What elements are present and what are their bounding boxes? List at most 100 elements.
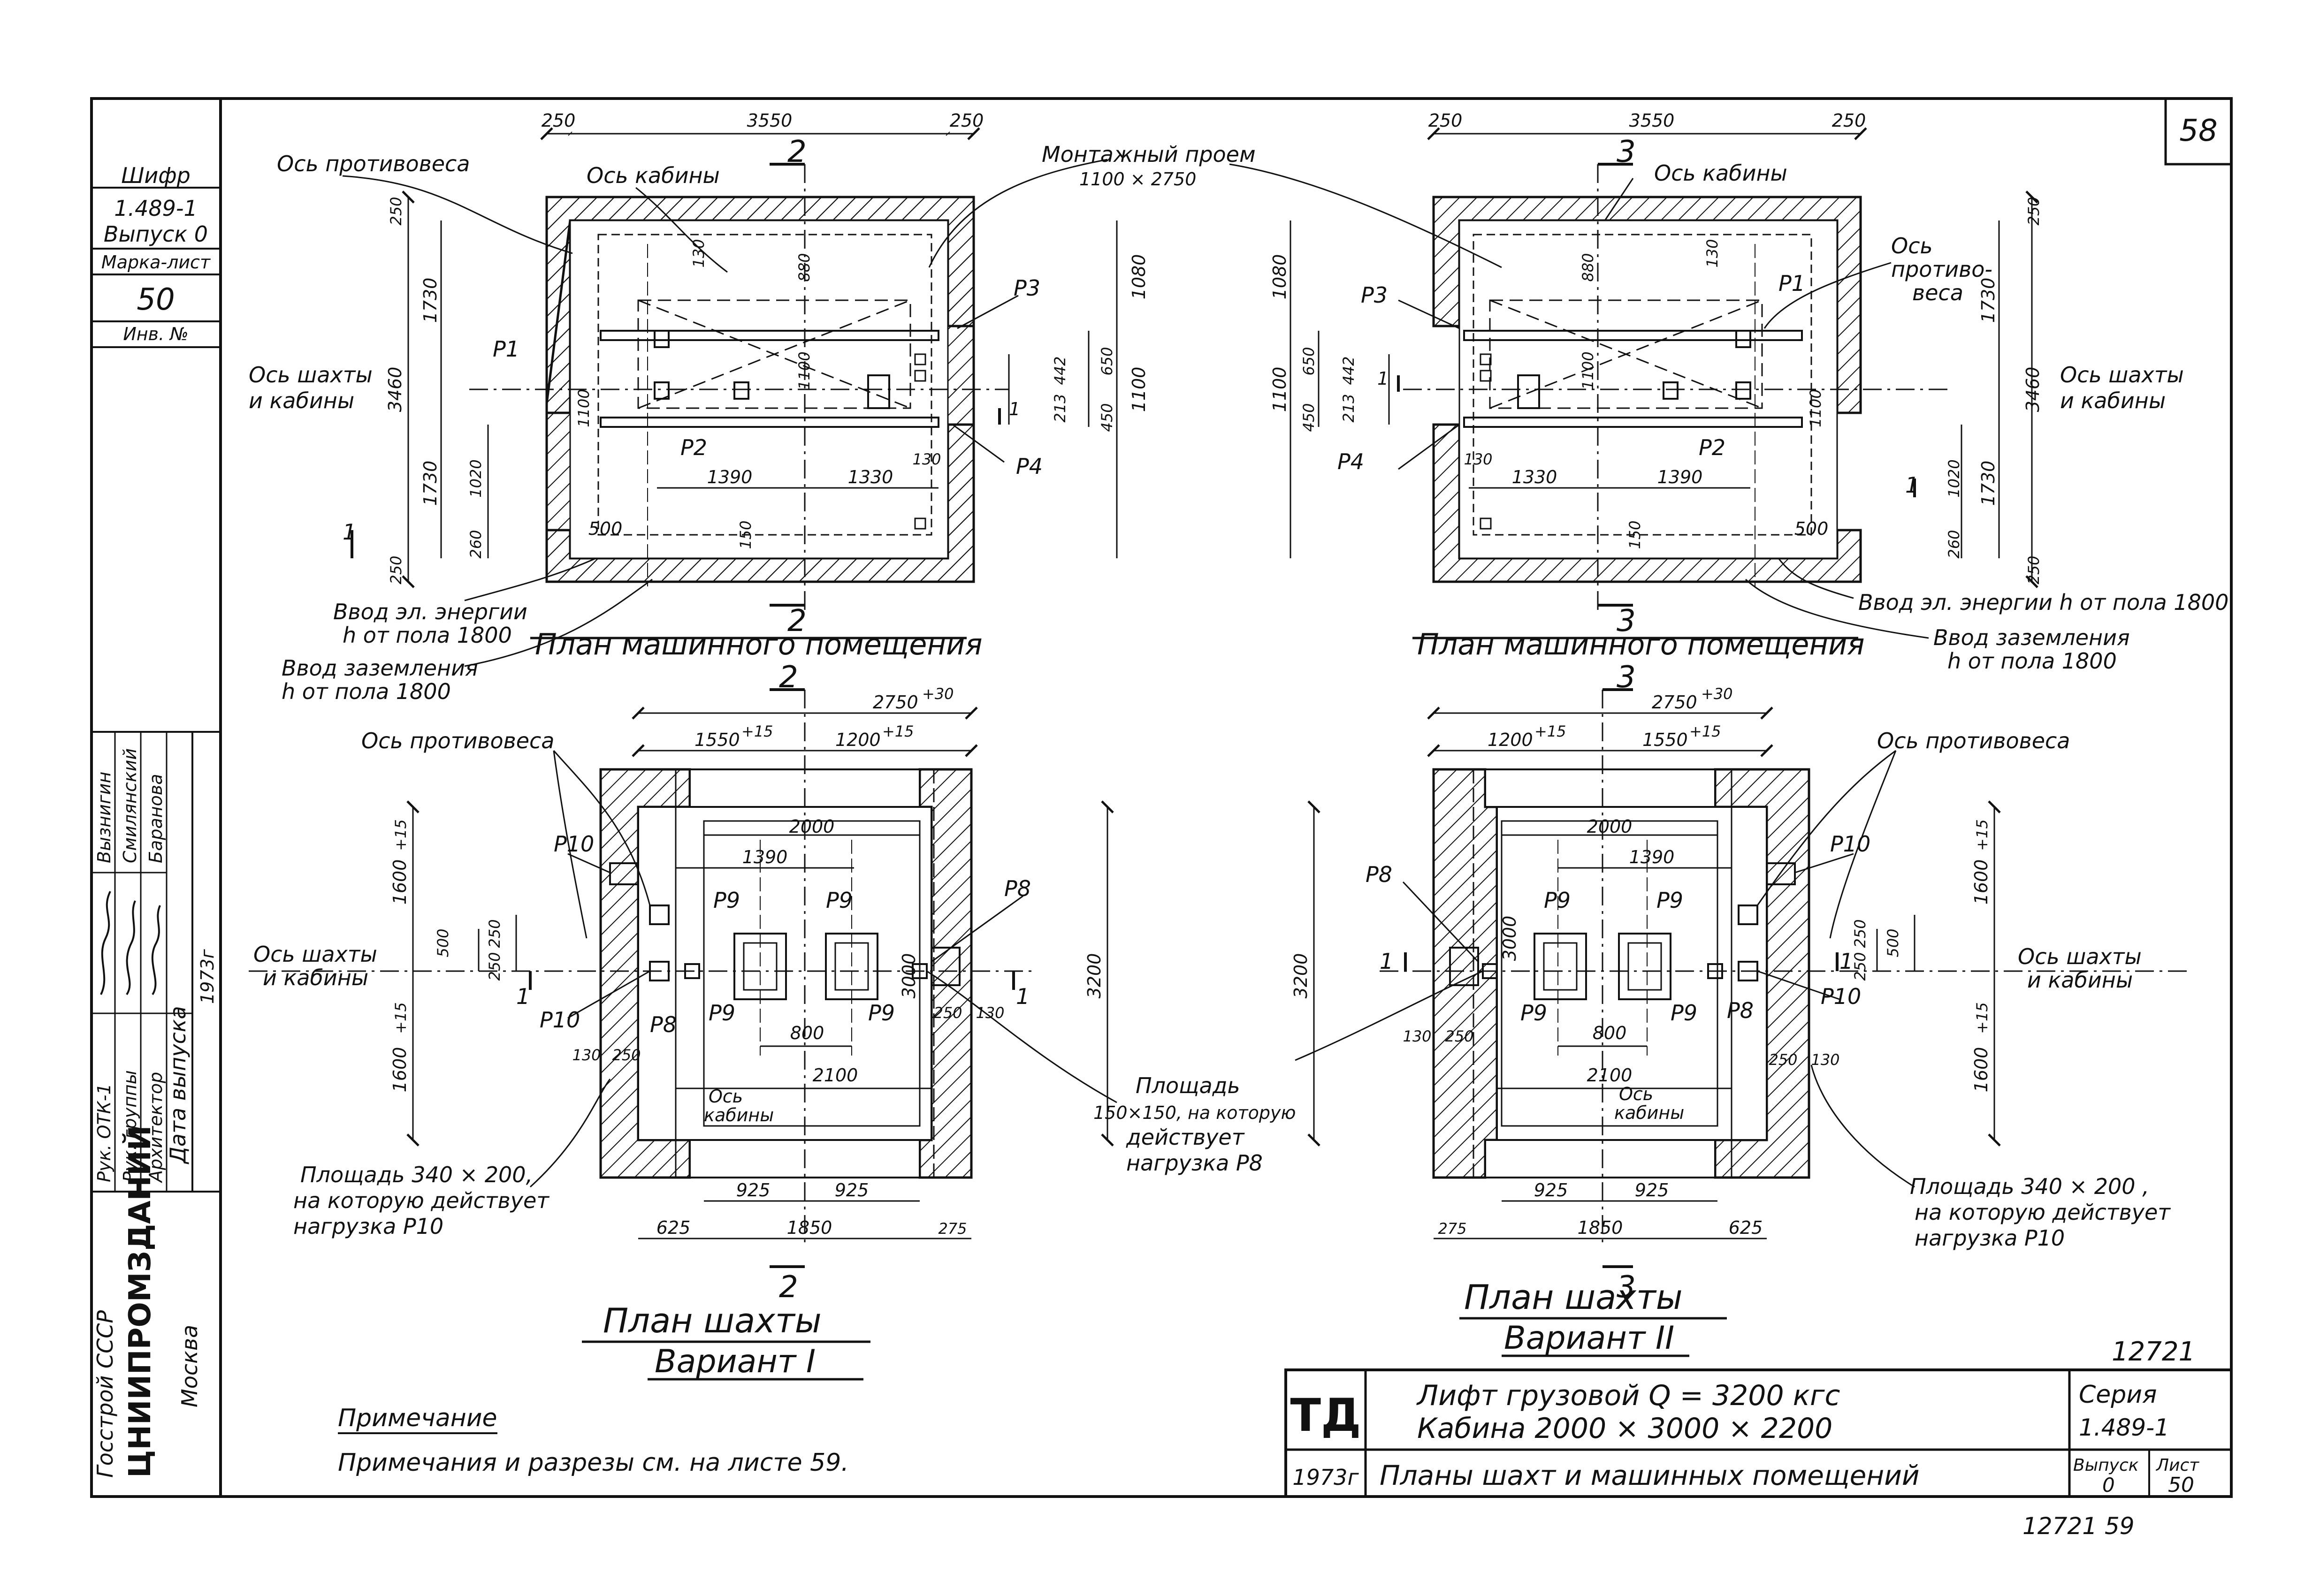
s2-section-right: 1	[1839, 949, 1853, 974]
s1-d-250d: 250	[933, 1004, 962, 1022]
s1-title-1: План шахты	[603, 1301, 822, 1340]
staff-name-1: Вызнигин	[94, 772, 114, 863]
s2-d-500: 500	[1884, 928, 1902, 957]
s1-top-right-tol: +15	[882, 722, 914, 740]
r1-d-1100: 1100	[795, 351, 813, 389]
r1-half-upper: 1730	[420, 278, 441, 323]
r1-total: 3460	[385, 367, 405, 412]
r1-opening-size: 1100 × 2750	[1079, 169, 1196, 190]
s1-total: 3200	[1084, 953, 1105, 999]
r2-cab-axis-label: Ось кабины	[1654, 160, 1787, 186]
r2-r-450: 450	[1300, 403, 1318, 432]
org-gosstroy: Госстрой СССР	[92, 1310, 118, 1478]
machine-room-plan-1	[342, 127, 1118, 667]
r2-power: Ввод эл. энергии h от пола 1800	[1858, 590, 2228, 615]
s2-b-625: 625	[1729, 1217, 1763, 1238]
r2-half-upper: 1730	[1978, 278, 1999, 323]
r2-section-right: 1	[1905, 472, 1919, 498]
r2-d-130b: 130	[1464, 450, 1492, 468]
r1-cab-axis-label: Ось кабины	[587, 163, 720, 188]
cipher-label: Шифр	[121, 163, 191, 188]
s1-d-250a: 250	[486, 919, 504, 948]
r2-p3: P3	[1361, 282, 1388, 308]
s2-cab-axis-1: Ось	[1619, 1084, 1653, 1104]
r2-total: 3460	[2022, 367, 2043, 412]
r2-cw-axis-3: веса	[1912, 280, 1963, 305]
signature-3	[151, 905, 161, 996]
s2-d-130a: 130	[1403, 1027, 1431, 1045]
s1-d-130b: 130	[976, 1004, 1004, 1022]
s1-area-p10-3: нагрузка P10	[293, 1214, 443, 1239]
r1-r-1080: 1080	[1129, 254, 1149, 300]
s2-b-275: 275	[1438, 1220, 1466, 1238]
r1-p3: P3	[1014, 275, 1040, 301]
inv-label: Инв. №	[123, 324, 188, 344]
machine-room-1-labels: 250 3550 250 250 1730 3460 1730 250 1080…	[249, 110, 1256, 704]
issue-label: Выпуск 0	[104, 221, 208, 247]
s1-top-total: 2750	[873, 692, 918, 713]
s1-p10b: P10	[540, 1007, 580, 1033]
s2-top-right: 1550	[1642, 730, 1688, 750]
s1-section-right: 1	[1016, 984, 1030, 1009]
r2-title: План машинного помещения	[1417, 627, 1865, 661]
s1-p10a: P10	[554, 831, 594, 857]
r2-ground-1: Ввод заземления	[1933, 625, 2130, 650]
r2-p4: P4	[1337, 449, 1364, 474]
r1-ground-1: Ввод заземления	[282, 655, 478, 681]
r1-d-880: 880	[795, 253, 813, 281]
s1-upper-tol: +15	[392, 819, 410, 851]
s1-p9b: P9	[826, 888, 853, 913]
s1-b-625: 625	[656, 1217, 691, 1238]
r2-shaft-axis-2: и кабины	[2060, 388, 2166, 413]
s1-shaft-axis-2: и кабины	[263, 965, 368, 990]
s2-area-p10-3: нагрузка P10	[1915, 1225, 2065, 1251]
s2-d-800: 800	[1593, 1023, 1627, 1043]
r2-b-1330: 1330	[1512, 467, 1557, 487]
r1-power-2: h от пола 1800	[343, 623, 512, 648]
s2-d-1390: 1390	[1629, 847, 1675, 867]
s2-cab-axis-2: кабины	[1614, 1102, 1684, 1123]
series-label: Серия	[2079, 1381, 2157, 1409]
notes-text: Примечания и разрезы см. на листе 59.	[338, 1449, 849, 1477]
staff-name-2: Смилянский	[120, 748, 140, 863]
r1-shaft-axis-1: Ось шахты	[249, 362, 373, 388]
s1-top-left: 1550	[694, 730, 740, 750]
td-logo: ТД	[1290, 1389, 1361, 1442]
title-year: 1973г	[1292, 1465, 1359, 1490]
r2-cw-axis-2: противо-	[1891, 257, 1992, 282]
r1-wall-bottom: 250	[387, 555, 405, 584]
s2-upper: 1600	[1971, 859, 1992, 905]
staff-role-3: Архитектор	[145, 1072, 166, 1184]
r1-d-130b: 130	[912, 450, 941, 468]
stamp-column-top: Шифр 1.489-1 Выпуск 0 Марка-лист 50 Инв.…	[92, 163, 221, 348]
s1-title-2: Вариант I	[655, 1343, 816, 1380]
s2-p9c: P9	[1520, 1000, 1547, 1026]
r1-p1: P1	[493, 336, 519, 362]
r1-top-span: 3550	[747, 110, 793, 131]
r2-p1: P1	[1778, 271, 1805, 296]
r1-top-wall-right: 250	[950, 110, 984, 131]
sheet-frame: 58	[90, 97, 2233, 1498]
r1-b-1390: 1390	[707, 467, 753, 487]
s1-section-left: 1	[516, 984, 530, 1009]
s1-top-total-tol: +30	[922, 685, 954, 703]
s2-area-p10-1: Площадь 340 × 200 ,	[1910, 1174, 2149, 1199]
title-line-1: Лифт грузовой Q = 3200 кгс	[1416, 1379, 1840, 1412]
release-year: 1973г	[197, 949, 218, 1004]
s2-d-130b: 130	[1811, 1051, 1839, 1069]
s2-d-250a: 250	[1851, 919, 1869, 948]
r2-l-1100: 1100	[1807, 389, 1824, 427]
r2-cw-axis-1: Ось	[1891, 233, 1933, 258]
r1-title: План машинного помещения	[535, 627, 983, 661]
s1-upper: 1600	[389, 859, 410, 905]
org-city: Москва	[177, 1325, 202, 1407]
s2-top-left: 1200	[1488, 730, 1533, 750]
sheet-value-tb: 50	[2168, 1473, 2194, 1497]
r1-power-1: Ввод эл. энергии	[333, 599, 527, 624]
r1-r-450: 450	[1098, 403, 1116, 432]
s1-inner-h: 3000	[899, 953, 919, 999]
staff-role-2: Рук. группы	[120, 1070, 140, 1182]
s1-p9d: P9	[868, 1000, 895, 1026]
r1-l-150: 150	[737, 520, 755, 549]
